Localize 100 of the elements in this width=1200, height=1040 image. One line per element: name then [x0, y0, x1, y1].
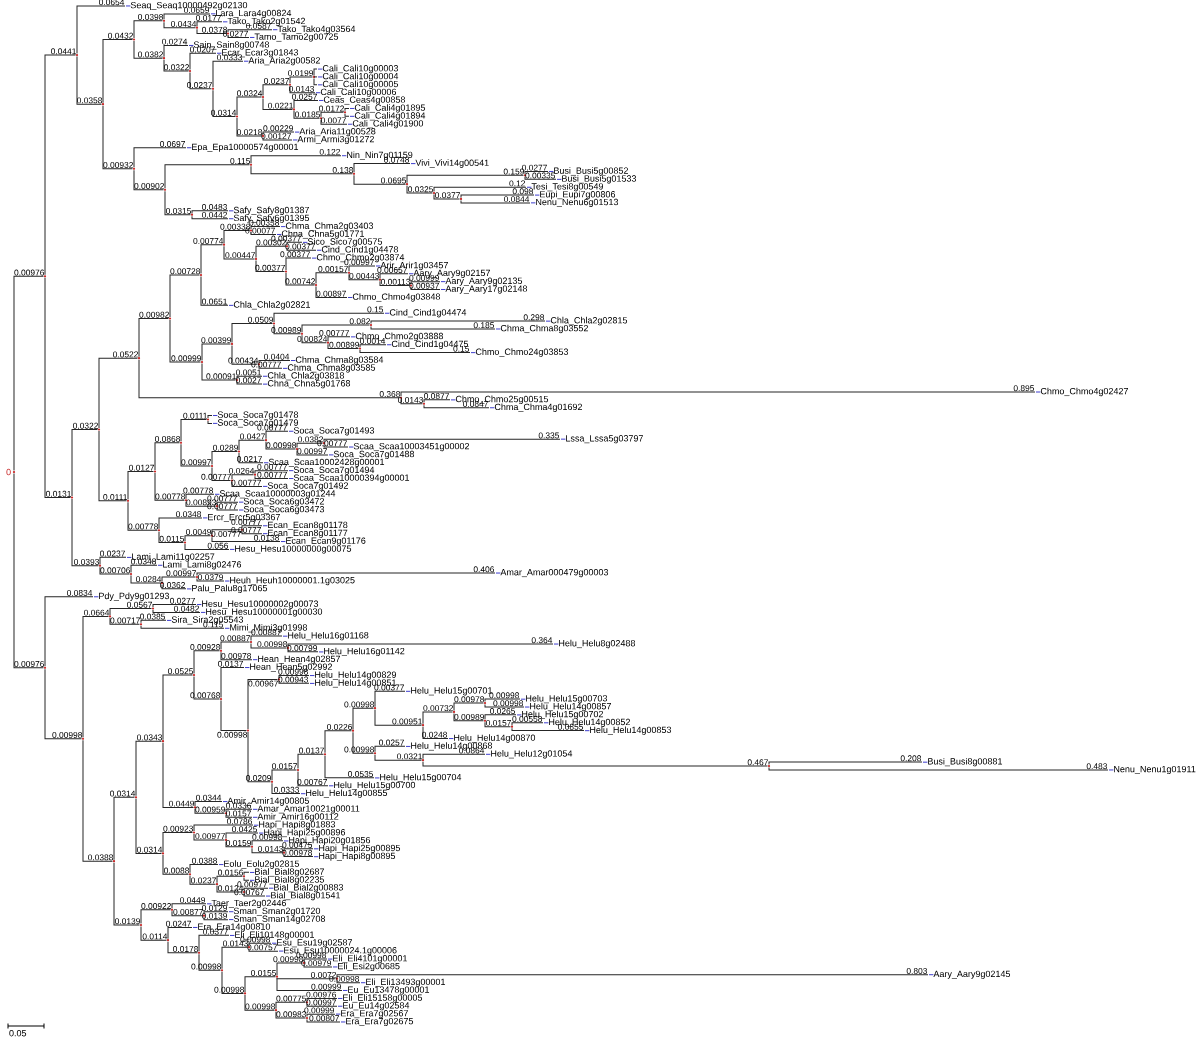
branch-length-label: 0.0257: [292, 93, 317, 100]
branch-length-label: 0.0385: [140, 613, 166, 620]
branch-length-label: 0.00999: [171, 355, 201, 362]
leaf-label: Chma_Chma2g03403: [280, 222, 374, 231]
branch-line: [140, 619, 167, 624]
scale-label: 0.05: [9, 1030, 27, 1037]
branch-line: [287, 643, 554, 647]
branch-length-label: 0.00989: [454, 714, 484, 720]
branch-length-label: 0.0333: [274, 786, 299, 793]
branch-line: [276, 977, 343, 991]
branch-length-label: 0.15: [367, 306, 384, 313]
leaf-label: Helu_Helu15g00700: [328, 781, 416, 790]
branch-line: [44, 668, 82, 740]
branch-length-label: 0.0358: [77, 97, 102, 104]
branch-length-label: 0.00778: [155, 493, 185, 500]
leaf-label: Chmo_Chmo4g02427: [1035, 387, 1128, 397]
branch-length-label: 0.467: [747, 759, 768, 766]
leaf-label: Chma_Chma8g03585: [282, 364, 376, 373]
leaf-label: Ceas_Ceas4g00858: [318, 96, 406, 105]
branch-line: [207, 420, 213, 424]
leaf-label: Lami_Lami8g02476: [157, 561, 242, 570]
branch-length-label: 0.0343: [137, 734, 162, 741]
branch-length-label: 0.895: [1013, 385, 1035, 392]
branch-line: [135, 798, 162, 854]
branch-line: [410, 281, 441, 285]
branch-line: [768, 761, 923, 766]
branch-line: [109, 608, 152, 616]
branch-line: [353, 163, 411, 173]
branch-length-label: 0.0156: [218, 869, 244, 876]
branch-line: [511, 727, 585, 732]
branch-line: [285, 257, 312, 271]
leaf-label: Busi_Busi8g00881: [922, 757, 1003, 767]
branch-line: [278, 674, 310, 679]
branch-length-label: 0.0425: [232, 826, 258, 833]
branch-length-label: 0.0284: [136, 576, 162, 583]
branch-length-label: 0.00997: [297, 448, 327, 455]
branch-length-label: 0.0221: [268, 102, 293, 109]
branch-length-label: 0.0157: [226, 810, 251, 817]
branch-line: [315, 286, 348, 298]
leaf-label: Helu_Helu14g00855: [300, 789, 388, 798]
branch-length-label: 0.00997: [306, 999, 336, 1006]
branch-line: [113, 862, 140, 926]
leaf-label: Hesu_Hesu10000001g00030: [200, 608, 323, 617]
leaf-label: Helu_Helu15g00704: [374, 773, 462, 783]
branch-line: [271, 769, 297, 781]
branch-length-label: 0.0786: [227, 818, 253, 825]
branch-line: [278, 680, 310, 684]
branch-length-label: 0.0868: [155, 436, 180, 442]
branch-length-label: 0.098: [512, 188, 534, 195]
branch-length-label: 0.0178: [173, 946, 198, 953]
branch-line: [216, 501, 239, 506]
branch-length-label: 0.0199: [288, 70, 313, 77]
branch-line: [200, 244, 223, 274]
branch-length-label: 0.0664: [84, 609, 110, 616]
branch-line: [238, 452, 264, 464]
branch-line: [293, 100, 319, 109]
branch-length-label: 0.00757: [247, 944, 277, 951]
branch-length-label: 0.0139: [202, 912, 227, 919]
branch-length-label: 0.00977: [195, 833, 225, 840]
branch-line: [460, 194, 535, 198]
leaf-label: Chma_Chma8g03552: [495, 324, 588, 334]
branch-line: [220, 641, 250, 650]
branch-length-label: 0.00998: [245, 1003, 275, 1010]
leaf-label: Helu_Helu14g00853: [584, 726, 672, 735]
branch-length-label: 0.335: [538, 432, 560, 439]
branch-length-label: 0.0322: [164, 64, 189, 71]
branch-line: [306, 1013, 336, 1018]
branch-line: [423, 399, 451, 403]
branch-length-label: 0.122: [319, 148, 340, 155]
branch-line: [196, 21, 223, 27]
branch-length-label: 0.00887: [220, 635, 250, 642]
leaf-label: Helu_Helu14g00829: [309, 671, 396, 680]
branch-line: [484, 698, 521, 703]
branch-length-label: 0.0567: [127, 601, 152, 608]
leaf-label: Chma_Chma4g01692: [489, 403, 582, 412]
branch-line: [152, 609, 201, 613]
leaf-label: Scaa_Scaa10003451g00002: [348, 443, 470, 452]
branch-line: [191, 210, 229, 214]
leaf-label: Soca_Soca7g01492: [262, 482, 348, 491]
branch-line: [194, 801, 223, 807]
leaf-label: Amir_Amir16g00112: [252, 813, 339, 822]
branch-length-label: 0.00767: [297, 779, 327, 785]
branch-length-label: 0.0051: [236, 369, 261, 376]
branch-line: [303, 963, 333, 968]
branch-line: [336, 974, 929, 978]
branch-length-label: 0.0111: [103, 494, 127, 501]
branch-length-label: 0.00998: [257, 641, 287, 648]
branch-length-label: 0.0248: [422, 731, 448, 738]
branch-length-label: 0.0321: [397, 753, 422, 760]
branch-line: [102, 39, 133, 104]
branch-length-label: 0.0257: [379, 739, 404, 746]
branch-line: [171, 903, 207, 909]
branch-line: [133, 147, 187, 168]
branch-line: [247, 678, 278, 730]
branch-length-label: 0.00978: [282, 849, 312, 856]
branch-length-label: 0.00127: [261, 133, 291, 140]
leaf-label: Amar_Amar10021g00011: [252, 805, 360, 814]
branch-line: [370, 320, 546, 324]
branch-length-label: 0.00943: [278, 676, 308, 683]
branch-length-label: 0.0482: [174, 605, 199, 612]
